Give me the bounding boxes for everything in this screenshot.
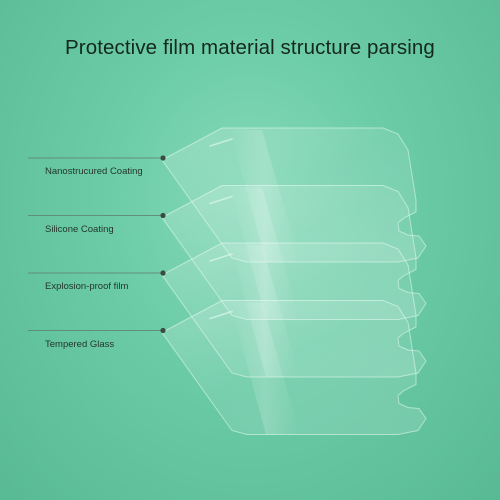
leader-dot bbox=[160, 155, 166, 161]
glass-reflection bbox=[230, 130, 300, 262]
layer-label: Explosion-proof film bbox=[45, 281, 129, 292]
layer-label: Silicone Coating bbox=[45, 223, 114, 235]
leader-dot bbox=[160, 270, 166, 276]
leader-dot bbox=[160, 212, 166, 219]
leader-dot bbox=[160, 327, 166, 334]
layer-label: Nanostrucured Coating bbox=[45, 166, 143, 177]
layer-label: Tempered Glass bbox=[45, 338, 115, 350]
earpiece-slot bbox=[209, 138, 233, 147]
glass-layer-sheet bbox=[161, 127, 427, 263]
diagram-title: Protective film material structure parsi… bbox=[65, 36, 435, 59]
